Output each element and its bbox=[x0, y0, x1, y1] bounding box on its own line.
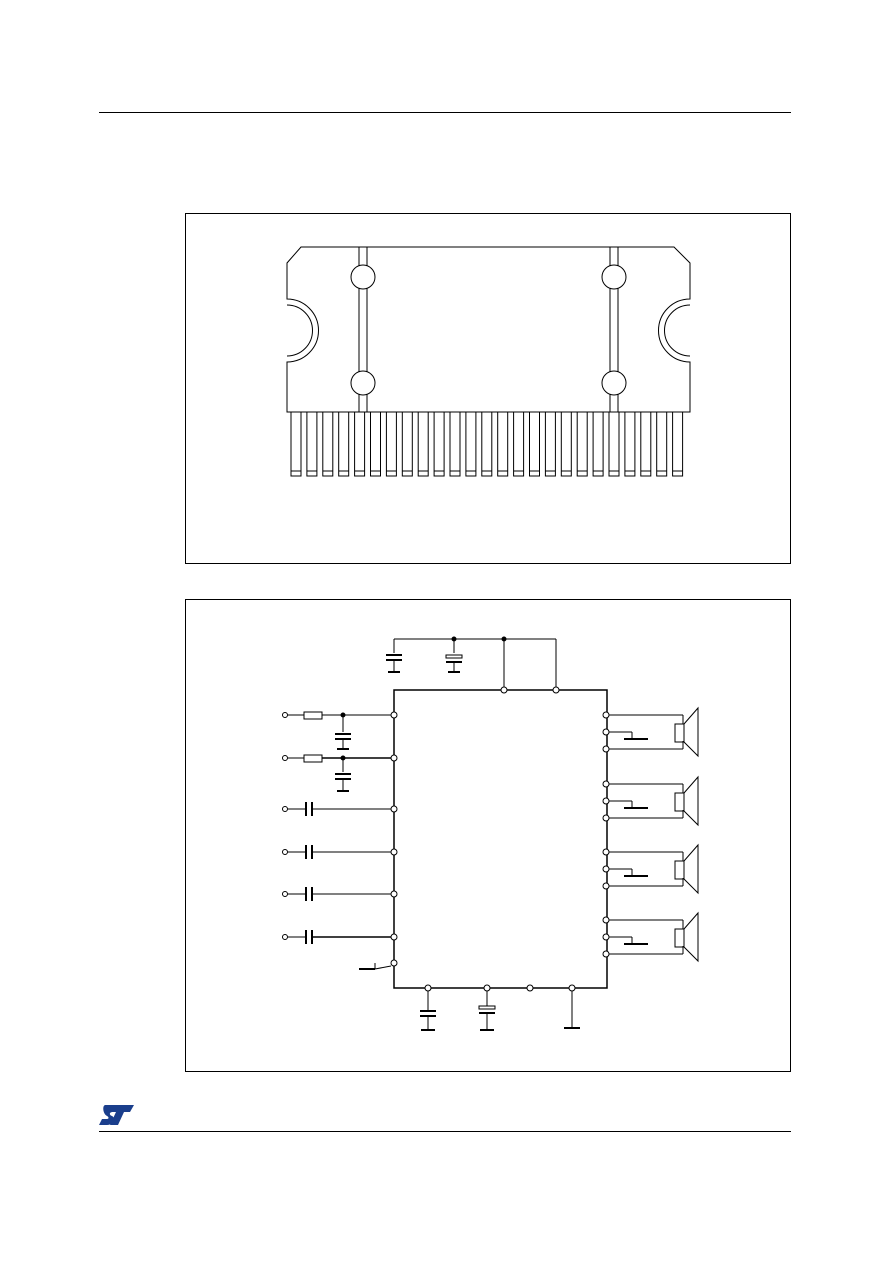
input-rc-2 bbox=[282, 754, 398, 792]
package-drawing bbox=[286, 246, 691, 477]
package-pin bbox=[290, 411, 302, 477]
header-rule bbox=[99, 112, 791, 113]
package-pin bbox=[322, 411, 334, 477]
package-pin bbox=[481, 411, 493, 477]
package-pin bbox=[640, 411, 652, 477]
bottom-electrolytic-capacitor bbox=[478, 984, 496, 1031]
package-pin bbox=[608, 411, 620, 477]
package-pin bbox=[592, 411, 604, 477]
package-figure bbox=[185, 213, 791, 564]
input-rc-1 bbox=[282, 711, 398, 750]
package-pin bbox=[576, 411, 588, 477]
bottom-ground bbox=[564, 984, 580, 1029]
input-coupling-capacitor bbox=[282, 930, 398, 944]
package-pin bbox=[338, 411, 350, 477]
input-coupling-capacitor bbox=[282, 802, 398, 816]
package-pin bbox=[385, 411, 397, 477]
package-pin bbox=[656, 411, 668, 477]
package-body bbox=[286, 246, 691, 413]
speaker-output bbox=[602, 706, 699, 758]
package-pin bbox=[497, 411, 509, 477]
package-pin bbox=[529, 411, 540, 477]
package-pin bbox=[449, 411, 461, 477]
package-pin bbox=[544, 411, 556, 477]
package-pin bbox=[624, 411, 636, 477]
package-pin bbox=[417, 411, 429, 477]
speaker-output bbox=[602, 843, 699, 895]
mount-hole bbox=[601, 370, 627, 396]
supply-capacitor bbox=[386, 654, 402, 673]
package-pin bbox=[401, 411, 413, 477]
package-pin bbox=[370, 411, 381, 477]
mount-hole bbox=[350, 370, 376, 396]
bottom-capacitor-1 bbox=[420, 984, 436, 1031]
package-notch-left bbox=[286, 304, 313, 357]
circuit-figure bbox=[185, 599, 791, 1072]
mount-hole bbox=[350, 264, 376, 290]
speaker-output bbox=[602, 775, 699, 827]
package-pin bbox=[513, 411, 525, 477]
package-notch-right bbox=[664, 304, 691, 357]
input-coupling-capacitor bbox=[282, 887, 398, 901]
supply-electrolytic-capacitor bbox=[445, 654, 463, 673]
mount-hole bbox=[601, 264, 627, 290]
speaker-output bbox=[602, 911, 699, 963]
input-coupling-capacitor bbox=[282, 845, 398, 859]
package-pin bbox=[672, 411, 684, 477]
package-pin bbox=[560, 411, 572, 477]
package-pin bbox=[433, 411, 445, 477]
package-pin bbox=[306, 411, 318, 477]
footer-rule bbox=[99, 1131, 791, 1132]
package-pin bbox=[465, 411, 477, 477]
ic-body bbox=[393, 689, 608, 989]
st-logo bbox=[99, 1104, 135, 1126]
package-pin bbox=[354, 411, 366, 477]
circuit-drawing bbox=[282, 636, 699, 1031]
